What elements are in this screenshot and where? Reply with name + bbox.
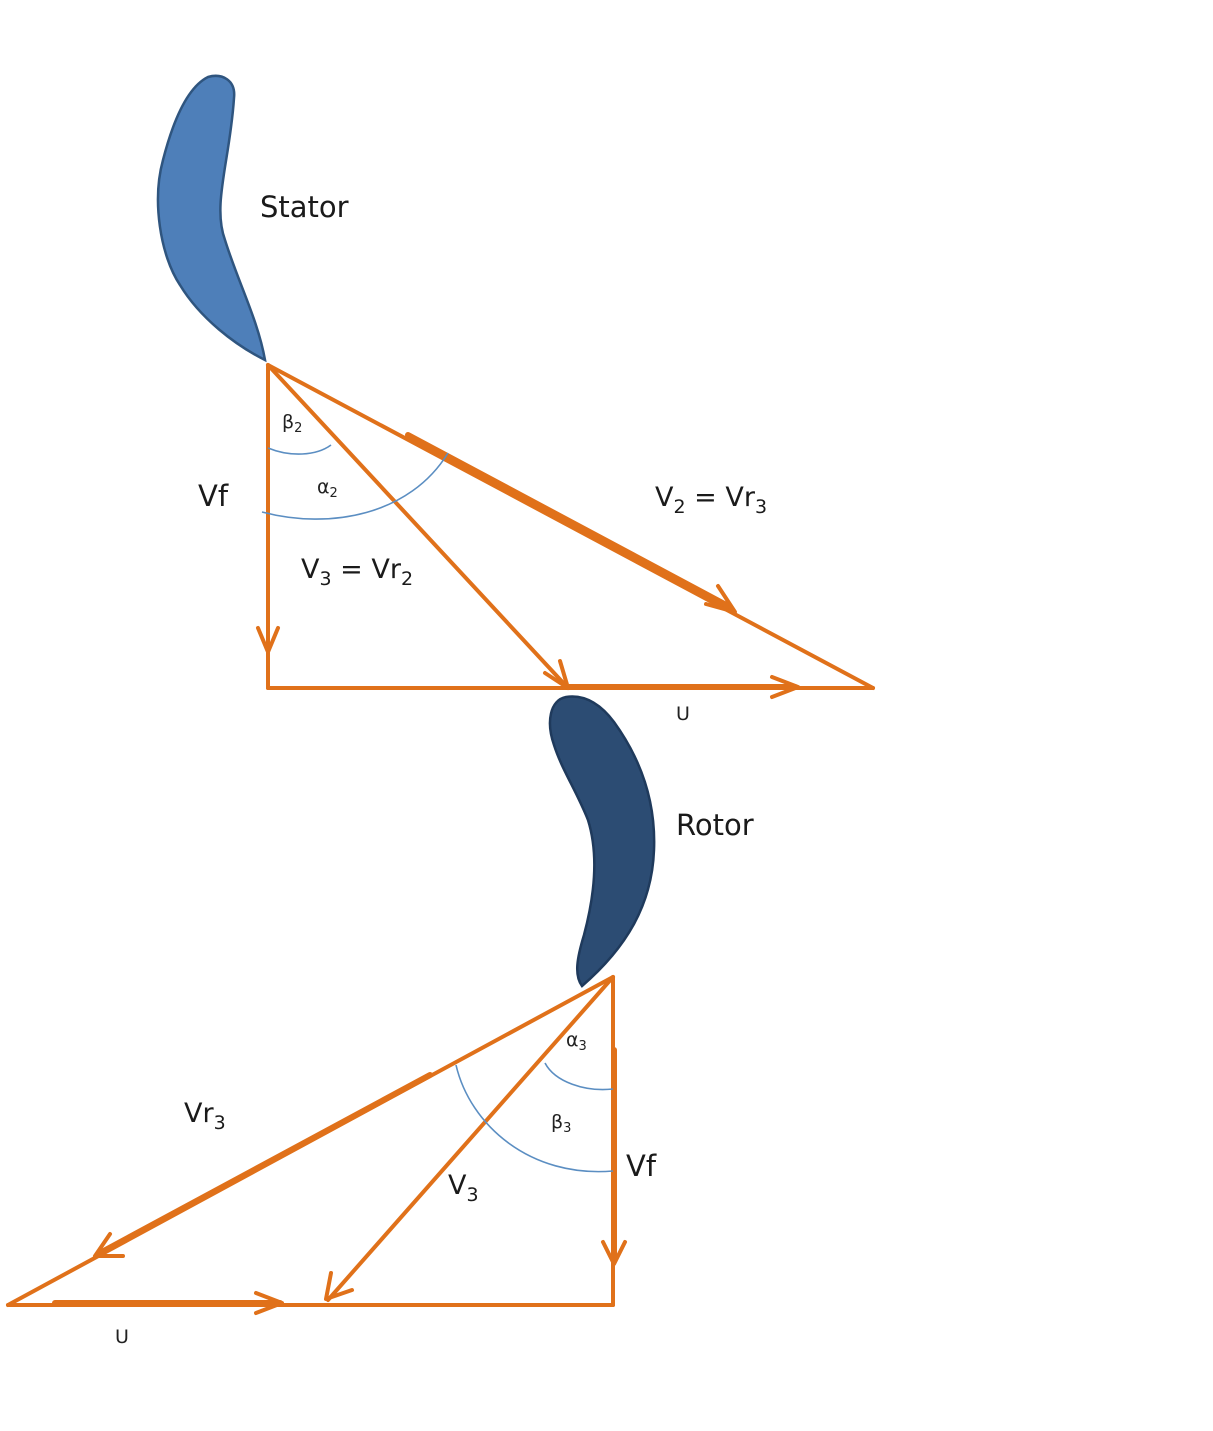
v2-vr3-b-sub: 3 xyxy=(755,496,767,518)
beta2-arc xyxy=(267,444,332,455)
v3-vr2-arrowhead xyxy=(543,659,570,690)
v3-label: V3 xyxy=(448,1170,479,1206)
beta3-symbol: β xyxy=(551,1111,563,1133)
beta2-symbol: β xyxy=(282,411,294,433)
vr3-arrowhead xyxy=(93,1232,125,1258)
v2-vr3-label: V2 = Vr3 xyxy=(655,482,767,518)
u-label-inlet: U xyxy=(676,703,690,725)
v2-vr3-eq: = Vr xyxy=(686,482,756,513)
beta2-label: β2 xyxy=(282,411,302,436)
alpha3-symbol: α xyxy=(566,1029,579,1051)
v2-vr3-a-sub: 2 xyxy=(673,496,685,518)
stator-label: Stator xyxy=(260,190,349,224)
v3-vr2-a-sub: 3 xyxy=(319,568,331,590)
v3-vr2-vector xyxy=(266,363,570,690)
alpha2-subscript: 2 xyxy=(330,486,338,501)
beta3-subscript: 3 xyxy=(563,1121,571,1136)
v3-vr2-a: V xyxy=(301,554,320,585)
rotor-blade xyxy=(548,695,656,988)
v3-arrowhead xyxy=(324,1271,354,1301)
vr3-vector-emphasis xyxy=(97,1072,433,1256)
v2-vector-emphasis xyxy=(405,432,733,610)
v2-vr3-a: V xyxy=(655,482,674,513)
v3-vector xyxy=(326,975,615,1302)
v3-a: V xyxy=(448,1170,467,1201)
rotor-label: Rotor xyxy=(676,808,754,842)
alpha2-symbol: α xyxy=(317,476,330,498)
vf-arrowhead-inlet xyxy=(256,626,280,654)
inlet-triangle xyxy=(256,363,875,699)
vr3-a-sub: 3 xyxy=(214,1112,226,1134)
beta2-subscript: 2 xyxy=(294,421,302,436)
v3-vr2-label: V3 = Vr2 xyxy=(301,554,413,590)
vr3-label: Vr3 xyxy=(184,1098,226,1134)
alpha2-label: α2 xyxy=(317,476,338,501)
v3-vr2-eq: = Vr xyxy=(332,554,402,585)
vf-arrowhead-outlet xyxy=(601,1240,627,1266)
v3-a-sub: 3 xyxy=(466,1184,478,1206)
v2-arrowhead xyxy=(704,584,737,614)
vf-label-inlet: Vf xyxy=(198,479,229,513)
vr3-a: Vr xyxy=(184,1098,214,1129)
u-label-outlet: U xyxy=(115,1326,129,1348)
vf-label-outlet: Vf xyxy=(626,1149,657,1183)
u-arrowhead-outlet xyxy=(254,1291,284,1315)
alpha2-arc xyxy=(261,452,449,520)
alpha3-label: α3 xyxy=(566,1029,587,1054)
alpha3-arc xyxy=(544,1062,614,1091)
beta3-label: β3 xyxy=(551,1111,571,1136)
u-arrowhead-inlet xyxy=(770,675,800,699)
stator-blade xyxy=(156,74,267,363)
v2-vector xyxy=(266,363,875,690)
outlet-triangle xyxy=(6,975,627,1315)
alpha3-subscript: 3 xyxy=(579,1039,587,1054)
beta3-arc xyxy=(455,1064,614,1173)
v3-vr2-b-sub: 2 xyxy=(401,568,413,590)
